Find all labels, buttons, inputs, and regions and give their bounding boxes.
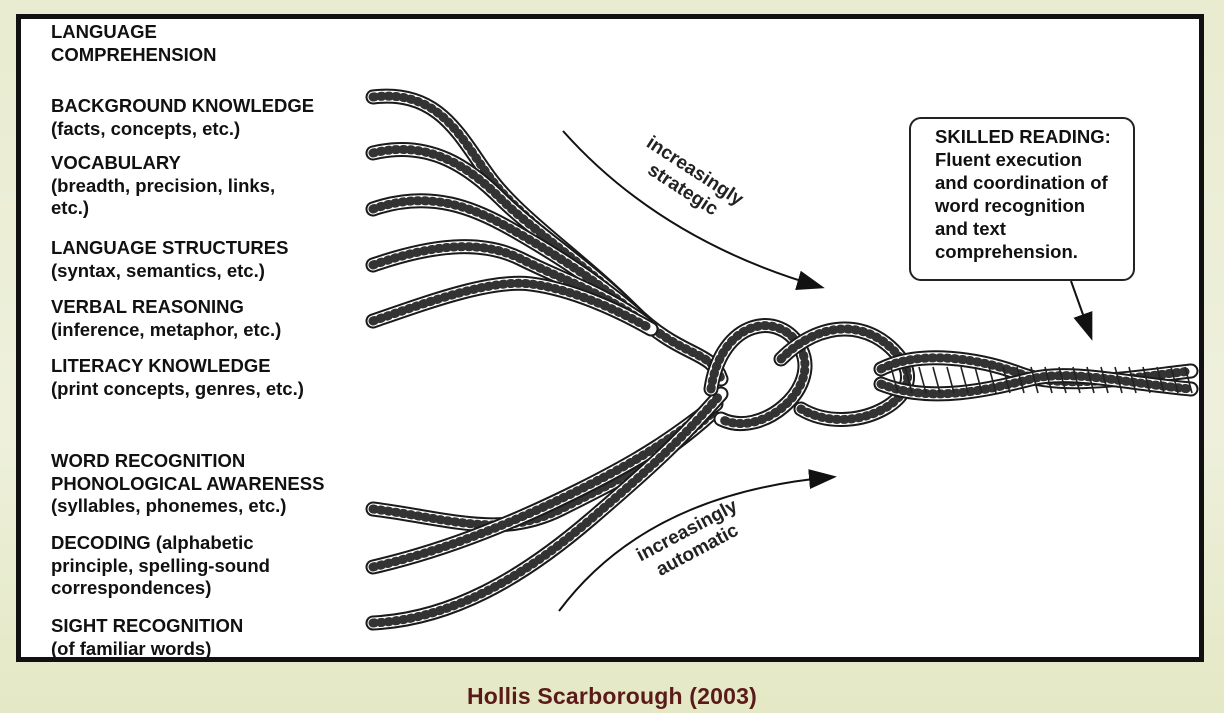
label-decoding: DECODING (alphabetic principle, spelling…	[51, 532, 270, 600]
label-background-knowledge: BACKGROUND KNOWLEDGE (facts, concepts, e…	[51, 95, 314, 140]
diagram-frame: LANGUAGE COMPREHENSION BACKGROUND KNOWLE…	[16, 14, 1204, 662]
label-word-recognition: WORD RECOGNITION PHONOLOGICAL AWARENESS …	[51, 450, 324, 518]
skilled-reading-callout: SKILLED READING: Fluent execution and co…	[909, 117, 1135, 281]
citation: Hollis Scarborough (2003)	[0, 683, 1224, 710]
curved-arrow	[1071, 281, 1091, 337]
label-literacy-knowledge: LITERACY KNOWLEDGE (print concepts, genr…	[51, 355, 304, 400]
label-vocabulary: VOCABULARY (breadth, precision, links, e…	[51, 152, 275, 220]
label-verbal-reasoning: VERBAL REASONING (inference, metaphor, e…	[51, 296, 281, 341]
skilled-reading-text: SKILLED READING: Fluent execution and co…	[935, 125, 1123, 263]
label-language-comprehension: LANGUAGE COMPREHENSION	[51, 21, 217, 66]
label-language-structures: LANGUAGE STRUCTURES (syntax, semantics, …	[51, 237, 288, 282]
label-sight-recognition: SIGHT RECOGNITION (of familiar words)	[51, 615, 243, 660]
